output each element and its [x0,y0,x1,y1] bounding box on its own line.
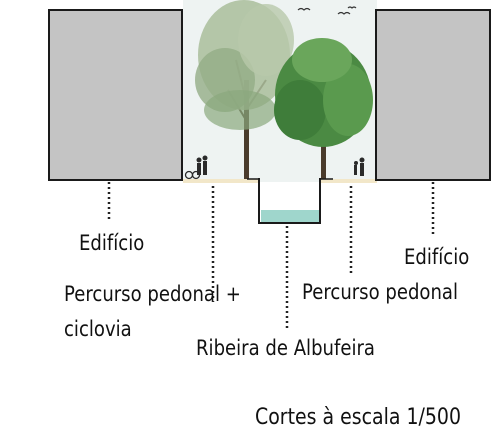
ground-left [183,179,259,183]
building-right [375,9,491,181]
building-left [48,9,183,181]
ground-right [319,179,377,183]
tree-left [195,0,294,180]
label-building-right: Edifício [404,245,470,269]
scale-caption: Cortes à escala 1/500 [255,405,461,430]
label-stream: Ribeira de Albufeira [196,336,375,360]
label-path-left-continued: ciclovia [64,317,132,341]
stream-channel [247,178,333,224]
leader-lines [107,182,435,330]
tree-right [274,38,373,180]
cyclist-icon [184,170,201,180]
bird-icon [297,6,357,15]
label-building-left: Edifício [79,231,145,255]
silhouette-people-icon [196,155,365,176]
label-path-left: Percurso pedonal + [64,282,241,306]
label-path-right: Percurso pedonal [302,280,459,304]
